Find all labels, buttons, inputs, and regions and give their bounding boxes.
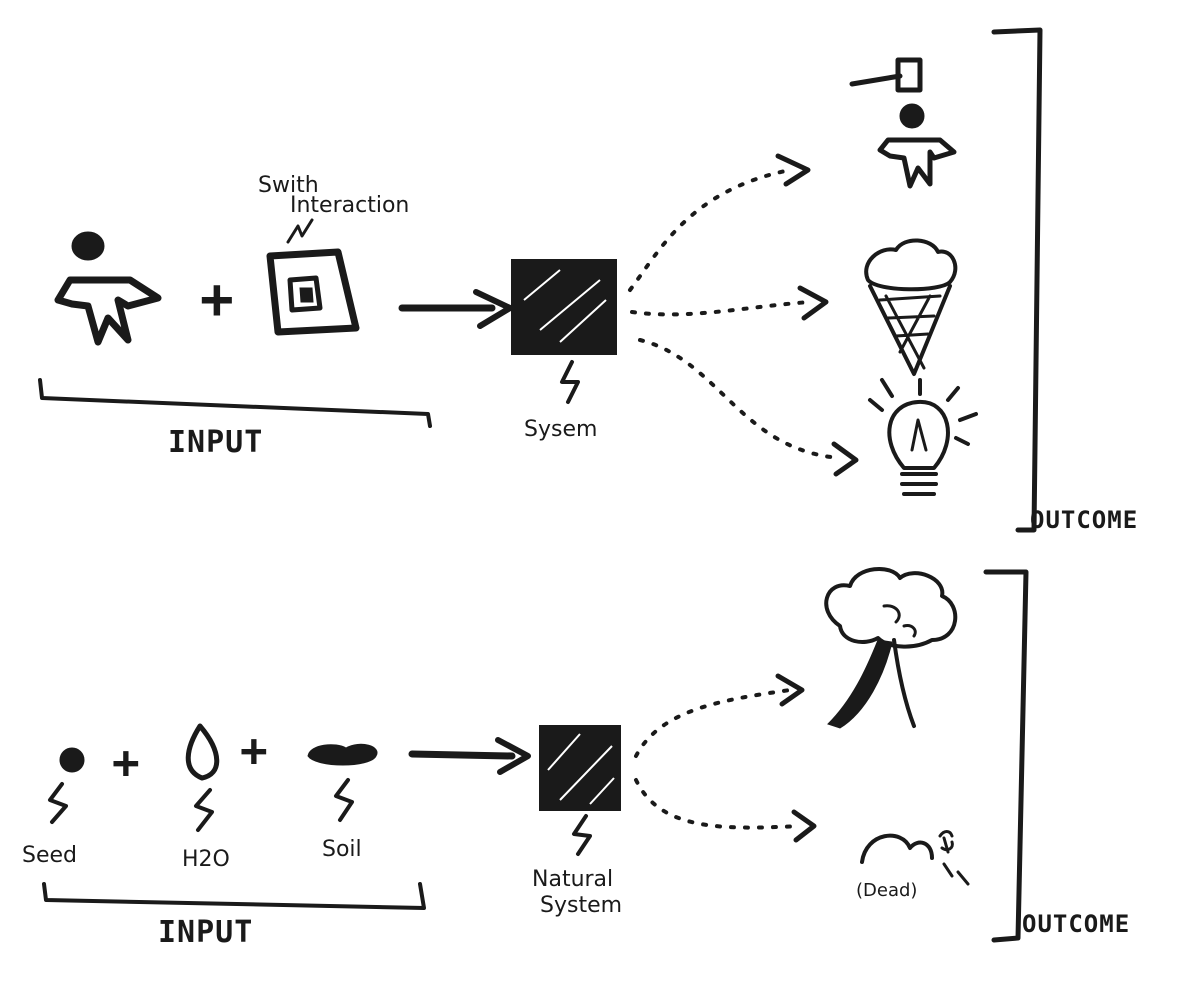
system-box-bottom <box>539 725 621 811</box>
dotted-arrow-to-lightbulb <box>638 338 859 477</box>
input-bracket-top <box>38 378 432 428</box>
gavel-icon <box>849 57 923 93</box>
seed-label: Seed <box>22 843 77 868</box>
switch-icon <box>266 248 360 336</box>
system-label-bottom-line1: Natural <box>532 867 613 892</box>
input-label-bottom: INPUT <box>158 915 253 950</box>
outcome-label-top: OUTCOME <box>1030 506 1138 534</box>
switch-label-line2: Interaction <box>290 193 409 218</box>
outcome-bracket-bottom <box>983 569 1029 943</box>
arrow-to-system-bottom <box>408 737 531 775</box>
soil-pointer <box>334 778 354 822</box>
system-label-bottom-line2: System <box>540 893 622 918</box>
water-label: H2O <box>182 847 230 872</box>
person-outcome-icon <box>877 103 957 189</box>
plus-sign: + <box>200 267 235 332</box>
dotted-arrow-to-icecream <box>630 285 829 321</box>
arrow-to-system-top <box>398 289 513 329</box>
outcome-bracket-top <box>991 27 1043 533</box>
water-pointer <box>194 788 214 832</box>
outcome-label-bottom: OUTCOME <box>1022 910 1130 938</box>
dead-label: (Dead) <box>856 880 917 901</box>
seed-pointer <box>48 782 68 824</box>
input-bracket-bottom <box>42 882 426 910</box>
system-pointer-bottom <box>572 814 592 856</box>
input-label-top: INPUT <box>168 425 263 460</box>
soil-icon <box>307 743 378 766</box>
icecream-icon <box>864 238 958 376</box>
plus-sign-2: + <box>240 723 269 777</box>
soil-label: Soil <box>322 837 362 862</box>
seed-icon <box>59 747 85 773</box>
tree-icon <box>824 566 958 729</box>
dead-plant-icon <box>860 830 970 886</box>
water-drop-icon <box>185 723 220 781</box>
lightbulb-icon <box>868 378 978 496</box>
person-icon <box>54 231 162 346</box>
pointer-squiggle <box>286 218 314 244</box>
dotted-arrow-to-dead <box>634 778 817 843</box>
switch-label-line1: Swith <box>258 173 319 198</box>
dotted-arrow-to-tree <box>634 673 805 758</box>
system-box-top <box>511 259 617 355</box>
dotted-arrow-to-gavel <box>628 153 811 292</box>
plus-sign-1: + <box>112 735 141 789</box>
system-pointer-top <box>560 360 580 404</box>
system-label-top: Sysem <box>524 417 597 442</box>
